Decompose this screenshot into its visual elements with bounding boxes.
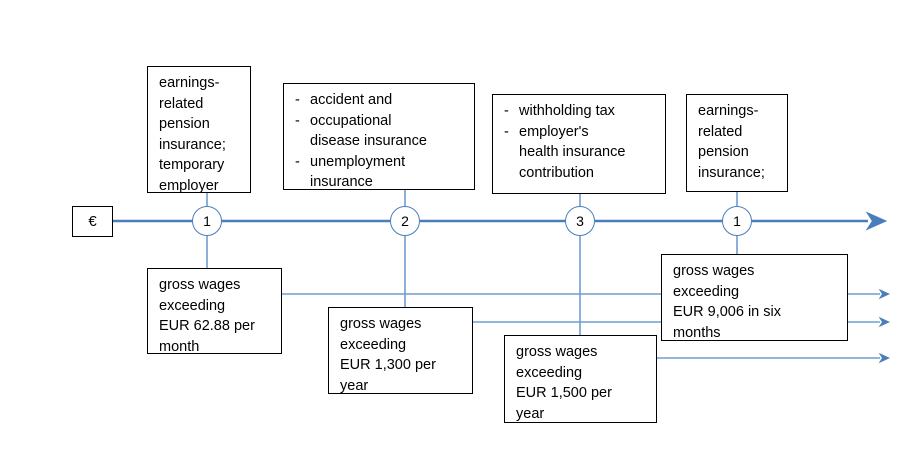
lower-box-1: gross wages exceeding EUR 62.88 per mont… <box>147 268 282 355</box>
lower-box-4: gross wages exceeding EUR 9,006 in six m… <box>661 254 848 341</box>
upper-box-2-list: accident and occupational disease insura… <box>294 90 466 193</box>
upper-box-2: accident and occupational disease insura… <box>283 83 475 190</box>
upper-box-4: earnings- related pension insurance; <box>686 94 788 192</box>
list-item: employer's health insurance contribution <box>503 122 657 184</box>
euro-icon: € <box>88 213 97 230</box>
upper-box-3: withholding tax employer's health insura… <box>492 94 666 194</box>
timeline-node-4[interactable]: 1 <box>722 206 752 236</box>
list-item: accident and <box>294 90 466 111</box>
list-item: unemployment insurance <box>294 152 466 193</box>
list-item: occupational disease insurance <box>294 111 466 152</box>
list-item: withholding tax <box>503 101 657 122</box>
upper-box-1: earnings- related pension insurance; tem… <box>147 66 251 194</box>
euro-start-marker: € <box>72 206 113 237</box>
upper-box-3-list: withholding tax employer's health insura… <box>503 101 657 183</box>
lower-box-2: gross wages exceeding EUR 1,300 per year <box>328 307 473 394</box>
timeline-node-2[interactable]: 2 <box>390 206 420 236</box>
lower-box-3: gross wages exceeding EUR 1,500 per year <box>504 335 657 423</box>
timeline-node-1[interactable]: 1 <box>192 206 222 236</box>
timeline-node-3[interactable]: 3 <box>565 206 595 236</box>
